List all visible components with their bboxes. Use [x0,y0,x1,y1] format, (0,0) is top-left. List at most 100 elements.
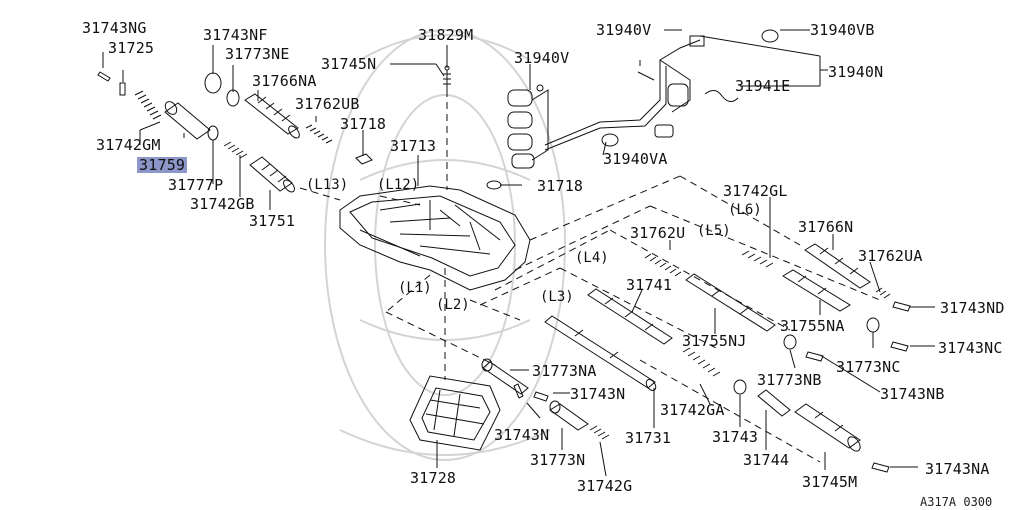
part-31718-screen-b [486,180,502,190]
label-31741: 31741 [626,276,673,294]
part-31941E-clip [704,90,739,102]
section-L1: (L1) [398,280,432,296]
label-31742GM: 31742GM [96,136,161,154]
label-31725: 31725 [108,39,155,57]
label-31718-a: 31718 [340,115,387,133]
label-31743NB: 31743NB [880,385,945,403]
label-31751: 31751 [249,212,296,230]
part-31725-pin [119,82,126,96]
section-L6: (L6) [728,202,762,218]
section-L5: (L5) [697,223,731,239]
part-31773NB-plug [783,334,797,350]
label-31743NG: 31743NG [82,19,147,37]
part-31741-valve [587,288,673,345]
part-31743NB-retainer [805,351,824,362]
label-31728: 31728 [410,469,457,487]
part-31762U-spring [644,253,682,277]
label-31743: 31743 [712,428,759,446]
part-31940VA-seal [601,133,619,147]
section-L12: (L12) [377,177,420,193]
label-31743ND: 31743ND [940,299,1005,317]
label-31762U: 31762U [630,224,686,242]
label-31940N: 31940N [828,63,884,81]
label-31940V: 31940V [514,49,570,67]
label-31742GL: 31742GL [723,182,788,200]
label-31755NJ: 31755NJ [682,332,747,350]
part-31743N-retainer-a [533,391,549,402]
part-31743ND-retainer [892,301,911,312]
label-31743N-a: 31743N [570,385,626,403]
label-31759-highlighted[interactable]: 31759 [137,156,188,174]
part-31742GL-spring [741,250,774,268]
label-31742GB: 31742GB [190,195,255,213]
part-31766N-valve [804,243,871,289]
label-31742G: 31742G [577,477,633,495]
label-31940VB: 31940VB [810,21,875,39]
label-31742GA: 31742GA [660,401,725,419]
assembly-paths [299,90,881,463]
part-31743NF-plug [204,72,222,94]
part-31773NE-plug [226,89,240,107]
part-31744-valve [757,389,791,417]
section-L4: (L4) [575,250,609,266]
label-31766NA: 31766NA [252,72,317,90]
part-31742G-spring [589,425,610,440]
section-L2: (L2) [436,297,470,313]
part-31766NA-valve [244,93,300,139]
part-31745M-valve [794,403,861,452]
part-31743-plug [733,379,747,395]
part-31755NA-valve [782,269,851,312]
part-31728-separator-plate [409,375,501,451]
part-31718-screen-a [355,153,373,165]
part-31751-valve [249,156,295,193]
part-31745N-bolt [443,65,451,90]
part-31773NA-valve [481,358,529,395]
label-31777P: 31777P [168,176,224,194]
label-31773NA: 31773NA [532,362,597,380]
part-31743NG-pin [97,71,111,82]
part-31759-sleeve [164,101,211,140]
label-31743NC: 31743NC [938,339,1003,357]
part-31773NC-plug [866,317,880,333]
part-31713-valve-body [339,185,531,291]
part-31762UB-spring [305,124,333,144]
part-31755NJ-valve [685,273,776,332]
label-31762UB: 31762UB [295,95,360,113]
part-31742GM-spring [134,90,162,120]
section-L13: (L13) [306,177,349,193]
label-31745M: 31745M [802,473,858,491]
watermark-emblem [324,29,566,461]
section-L3: (L3) [540,289,574,305]
label-31762UA: 31762UA [858,247,923,265]
part-31742GB-spring [223,141,248,159]
label-31766N: 31766N [798,218,854,236]
part-31743NC-retainer [890,341,909,352]
part-31940VB-seal [761,29,779,43]
part-31777P-ring [207,125,219,141]
part-31743NA-retainer [871,462,890,473]
label-31745N: 31745N [321,55,377,73]
part-31762UA-spring [875,287,891,299]
label-31829M: 31829M [418,26,474,44]
label-31743NF: 31743NF [203,26,268,44]
label-31718-b: 31718 [537,177,584,195]
label-31713: 31713 [390,137,437,155]
label-31773NB: 31773NB [757,371,822,389]
label-31773NC: 31773NC [836,358,901,376]
label-31755NA: 31755NA [780,317,845,335]
leader-lines [102,29,935,477]
label-31743NA: 31743NA [925,460,990,478]
part-31743N-retainer-b [513,383,524,399]
part-31731-valve [544,315,657,391]
label-31773N: 31773N [530,451,586,469]
label-31940V-top: 31940V [596,21,652,39]
label-31941E: 31941E [735,77,791,95]
label-31744: 31744 [743,451,790,469]
part-31773N-sleeve [549,400,589,431]
label-31773NE: 31773NE [225,45,290,63]
label-31743N-b: 31743N [494,426,550,444]
label-31940VA: 31940VA [603,150,668,168]
part-31742GA-spring [682,347,721,377]
